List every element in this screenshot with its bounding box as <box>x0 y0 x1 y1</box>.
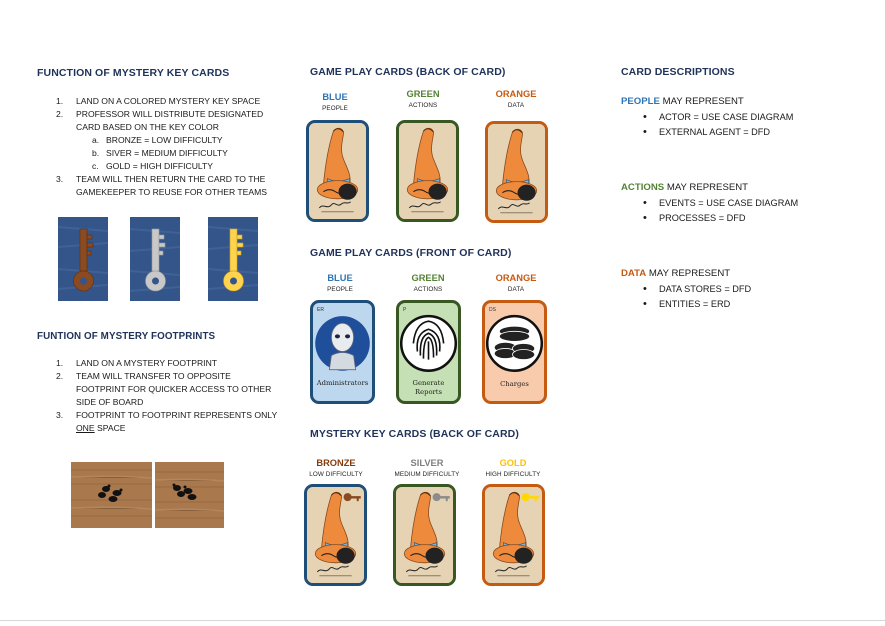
mystery-key-functions-title: FUNCTION OF MYSTERY KEY CARDS <box>37 67 230 79</box>
gold-key-image <box>208 217 258 301</box>
key-icon <box>432 493 450 502</box>
green-back-card <box>396 120 459 222</box>
list-item: DATA STORES = DFD <box>643 282 751 297</box>
list-item: ACTOR = USE CASE DIAGRAM <box>643 110 793 125</box>
actions-front-card: P Generate Reports <box>396 300 461 404</box>
bronze-key-card <box>304 484 367 586</box>
list-item: a.BRONZE = LOW DIFFICULTY <box>92 135 223 145</box>
mystery-key-steps: 1.LAND ON A COLORED MYSTERY KEY SPACE 2.… <box>56 95 263 134</box>
gold-key-card <box>482 484 545 586</box>
footprint-icon <box>172 483 197 500</box>
people-front-card: ER Administrators <box>310 300 375 404</box>
list-item: 3.FOOTPRINT TO FOOTPRINT REPRESENTS ONLY… <box>56 410 278 433</box>
page-divider <box>0 620 885 621</box>
silver-key-image <box>130 217 180 301</box>
bronze-key-image <box>58 217 108 301</box>
game-cards-back-title: GAME PLAY CARDS (BACK OF CARD) <box>310 66 506 78</box>
blue-back-card <box>306 120 369 222</box>
silver-key-card <box>393 484 456 586</box>
list-item: ENTITIES = ERD <box>643 297 751 312</box>
mystery-footprints-title: FUNTION OF MYSTERY FOOTPRINTS <box>37 331 216 342</box>
orange-back-card <box>485 121 548 223</box>
list-item: EXTERNAL AGENT = DFD <box>643 125 793 140</box>
coins-icon <box>485 314 544 372</box>
game-cards-front-title: GAME PLAY CARDS (FRONT OF CARD) <box>310 247 512 259</box>
data-description: DATA MAY REPRESENT DATA STORES = DFD ENT… <box>621 267 751 311</box>
difficulty-list: a.BRONZE = LOW DIFFICULTY b.SIVER = MEDI… <box>92 134 228 173</box>
card-descriptions-title: CARD DESCRIPTIONS <box>621 66 735 78</box>
list-item: 1.LAND ON A MYSTERY FOOTPRINT <box>56 358 218 368</box>
list-item: EVENTS = USE CASE DIAGRAM <box>643 196 798 211</box>
footprint-tile-left <box>71 462 152 528</box>
actions-description: ACTIONS MAY REPRESENT EVENTS = USE CASE … <box>621 181 798 225</box>
list-item: c.GOLD = HIGH DIFFICULTY <box>92 161 214 171</box>
data-front-card: DS Charges <box>482 300 547 404</box>
footprint-tile-right <box>155 462 224 528</box>
footprint-icon <box>98 484 123 502</box>
key-icon <box>521 493 539 502</box>
key-icon <box>343 493 361 502</box>
fingerprint-icon <box>399 314 458 372</box>
footprint-steps: 1.LAND ON A MYSTERY FOOTPRINT 2.TEAM WIL… <box>56 357 277 435</box>
people-description: PEOPLE MAY REPRESENT ACTOR = USE CASE DI… <box>621 95 793 139</box>
list-item: b.SIVER = MEDIUM DIFFICULTY <box>92 148 228 158</box>
list-item: 1.LAND ON A COLORED MYSTERY KEY SPACE <box>56 96 261 106</box>
list-item: PROCESSES = DFD <box>643 211 798 226</box>
mystery-key-cards-title: MYSTERY KEY CARDS (BACK OF CARD) <box>310 428 519 440</box>
